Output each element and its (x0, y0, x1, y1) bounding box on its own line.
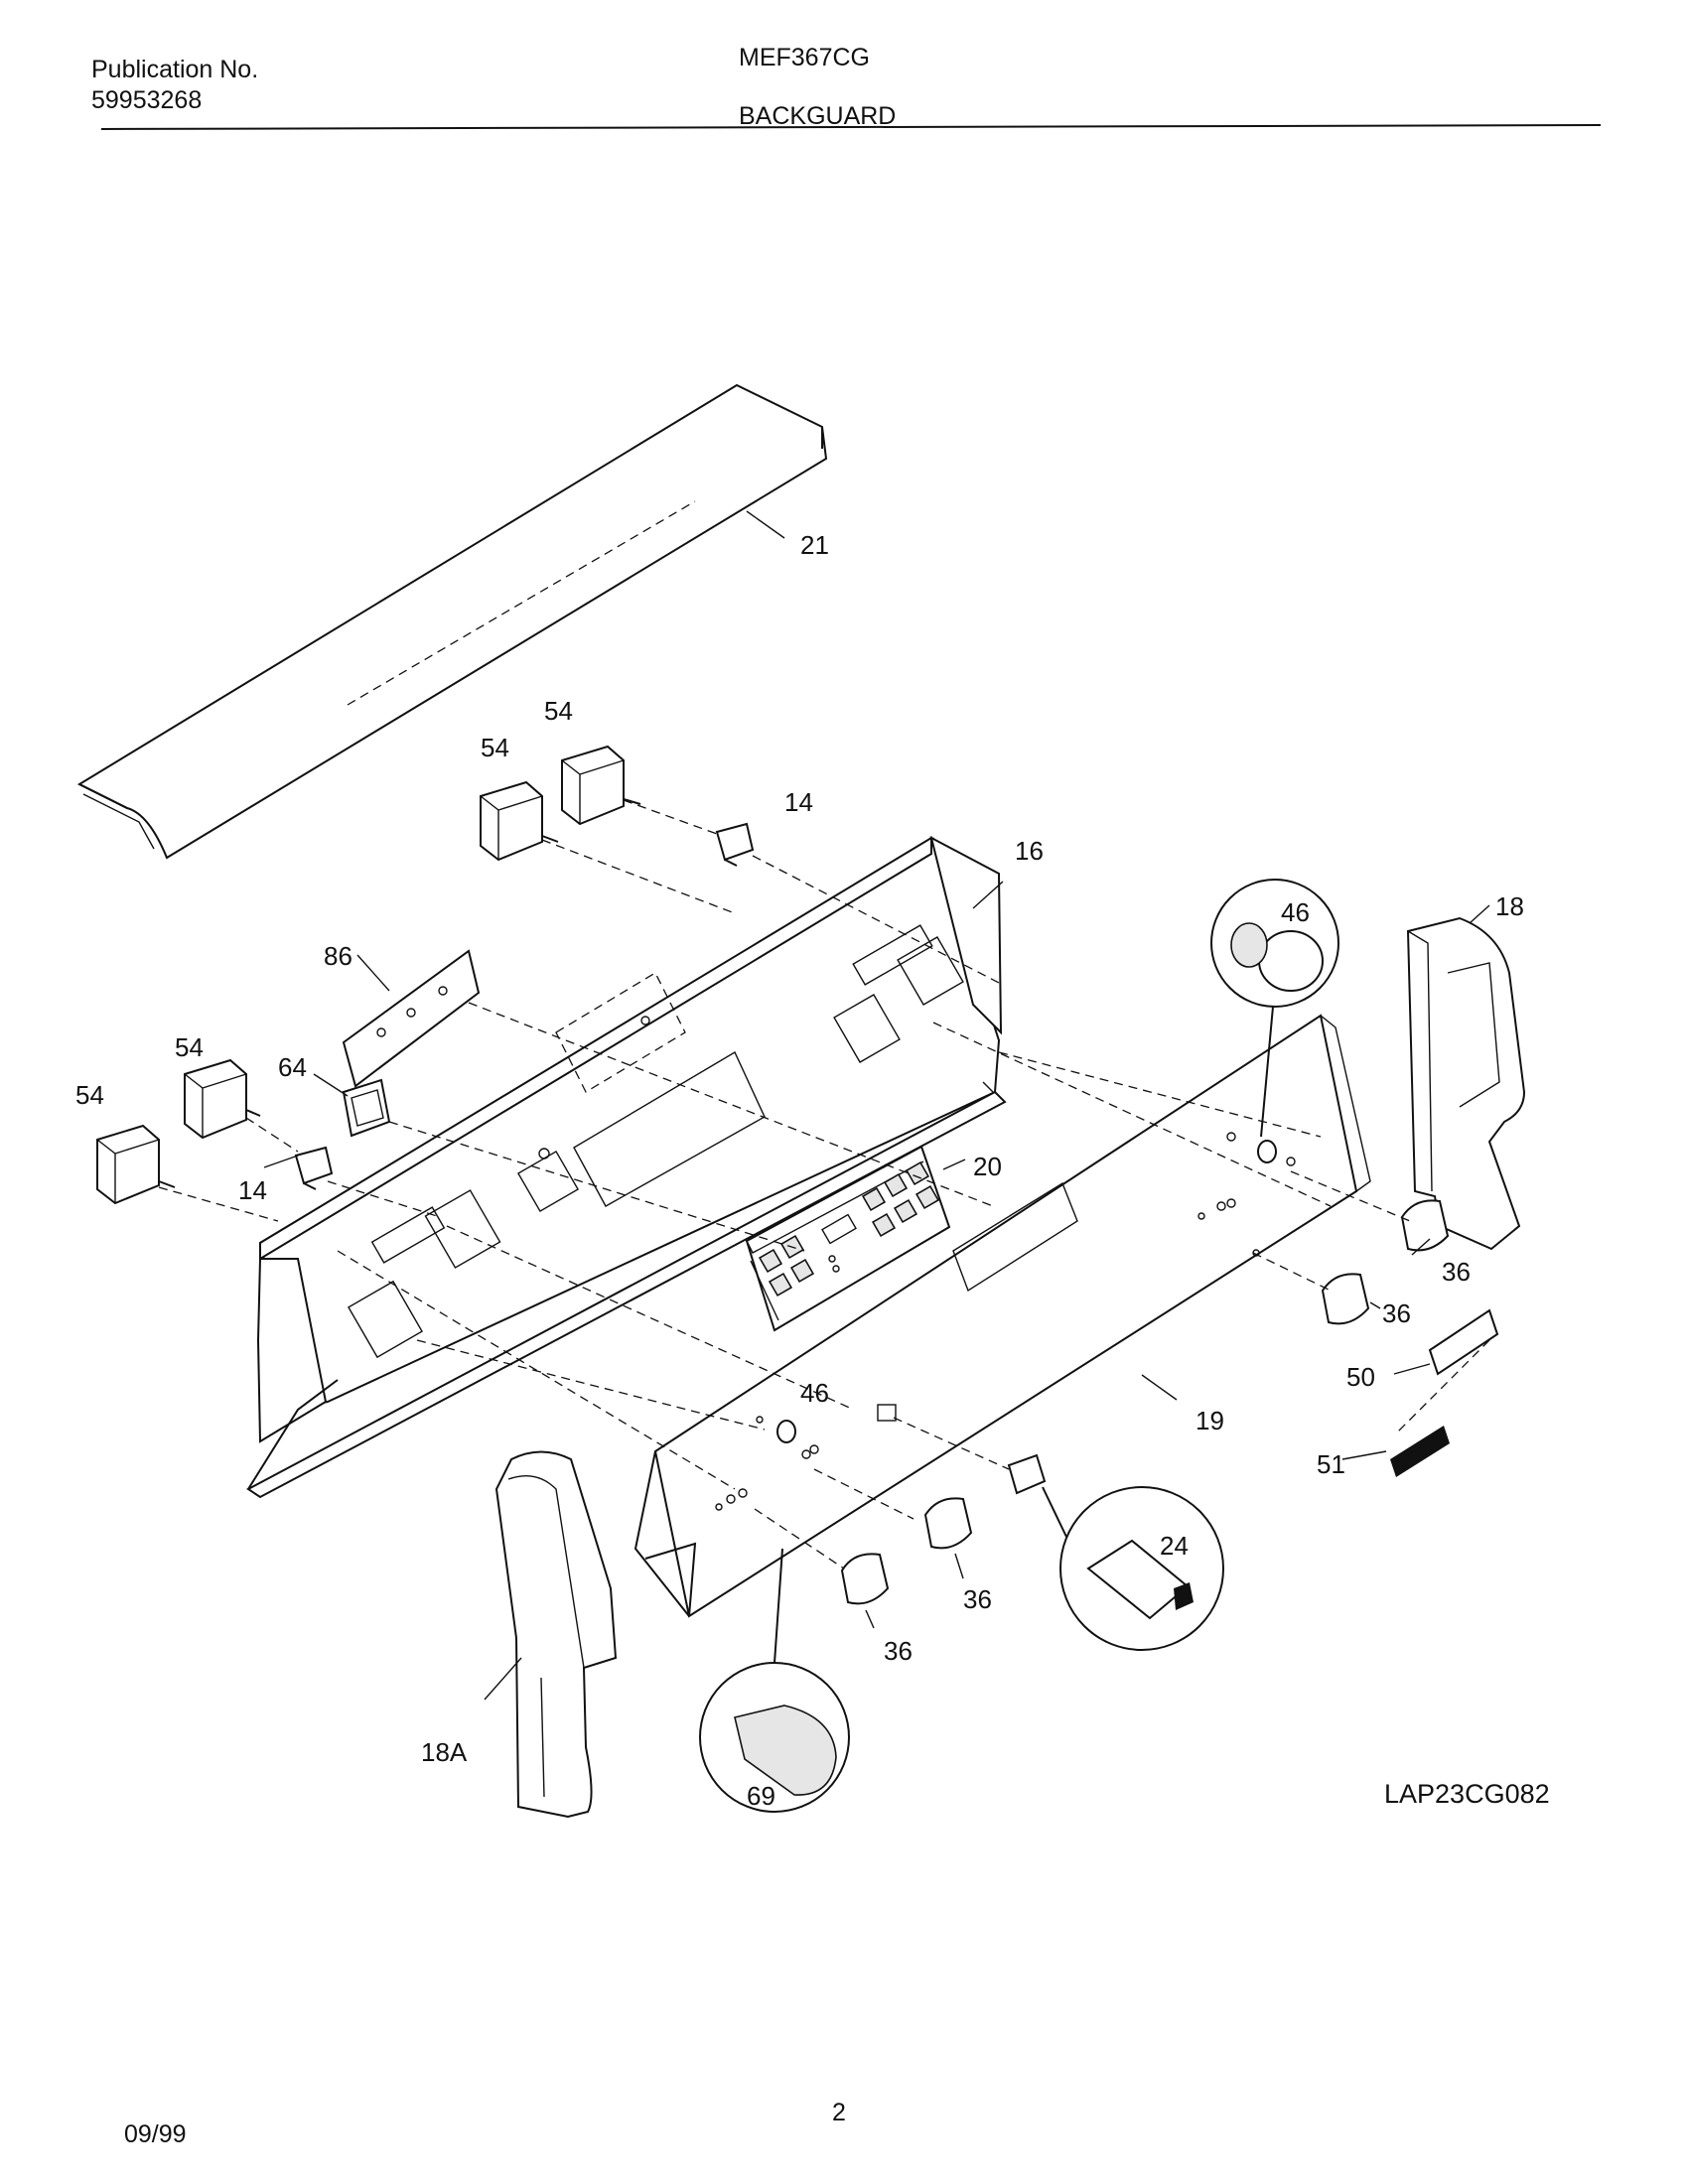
infinite-switch-part (480, 780, 559, 862)
right-end-cap-part (1406, 916, 1526, 1251)
publication-label: Publication No. (91, 56, 259, 83)
callout-69: 69 (747, 1781, 775, 1811)
callout-19: 19 (1196, 1406, 1224, 1435)
callout-24: 24 (1160, 1531, 1189, 1561)
callout-46-detail: 46 (1281, 897, 1310, 927)
left-end-cap-part (494, 1450, 618, 1819)
callout-labels: 21 54 54 14 16 46 18 86 54 64 54 14 20 3… (75, 530, 1524, 1811)
callout-54-mid: 54 (175, 1032, 204, 1062)
terminal-block-part (715, 822, 755, 867)
callout-14-left: 14 (238, 1175, 267, 1205)
knob-part (840, 1553, 890, 1605)
callout-54-top-right: 54 (544, 696, 573, 726)
top-trim-part (76, 383, 828, 860)
publication-number: 59953268 (91, 86, 203, 114)
drawing-id: LAP23CG082 (1384, 1779, 1550, 1809)
callout-36-lower: 36 (963, 1584, 992, 1614)
control-panel-frame (246, 836, 1007, 1499)
callout-36-bottom: 36 (884, 1636, 913, 1666)
detail-circle-rocker (1042, 1486, 1224, 1651)
electronic-control-part (745, 1145, 951, 1332)
infinite-switch-part (184, 1058, 261, 1140)
callout-18: 18 (1495, 891, 1524, 921)
infinite-switch-part (96, 1124, 176, 1205)
terminal-block-part (294, 1146, 334, 1190)
knob-part (923, 1497, 973, 1550)
detail-circle-knob (1210, 879, 1339, 1138)
callout-54-left: 54 (75, 1080, 104, 1110)
callout-86: 86 (324, 941, 352, 971)
callout-36-mid-right: 36 (1382, 1298, 1411, 1328)
callout-20: 20 (973, 1152, 1002, 1181)
callout-18a: 18A (421, 1737, 468, 1767)
callout-36-right: 36 (1442, 1257, 1471, 1287)
callout-50: 50 (1346, 1362, 1375, 1392)
callout-51: 51 (1317, 1449, 1345, 1479)
leader-lines (263, 510, 1490, 1701)
detail-circle-screw (699, 1548, 850, 1813)
callout-16: 16 (1015, 836, 1044, 866)
callout-54-top-left: 54 (481, 733, 509, 762)
callout-21: 21 (800, 530, 829, 560)
callout-64: 64 (278, 1052, 307, 1082)
model-number: MEF367CG (739, 44, 870, 71)
trim-strip-part (1428, 1308, 1499, 1376)
rocker-switch-small-part (1007, 1453, 1047, 1495)
nameplate-part (1390, 1426, 1450, 1477)
infinite-switch-part (561, 745, 641, 826)
indicator-lens-part (342, 1078, 391, 1138)
assembly-lines (158, 799, 1490, 1570)
bracket-part (342, 949, 481, 1088)
callout-46-panel: 46 (800, 1378, 829, 1408)
console-front-panel (633, 1014, 1371, 1618)
publication-date: 09/99 (124, 2120, 187, 2148)
plug-part (776, 1140, 1277, 1443)
page-number: 2 (832, 2099, 846, 2126)
knob-part (1321, 1273, 1370, 1325)
callout-14-top: 14 (784, 787, 813, 817)
